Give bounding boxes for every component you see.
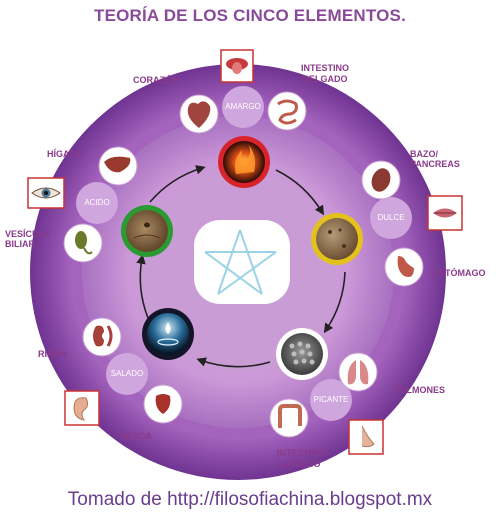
organ-label-intestino-delgado-1: INTESTINO [300,63,349,73]
organ-label-higado: HÍGADO [47,149,83,159]
pentagram-icon [194,220,290,304]
flavor-bubble-acido [76,182,118,224]
organ-label-bazo-2: PANCREAS [410,159,460,169]
flavor-label-amargo: AMARGO [225,102,261,111]
earth-element-icon [311,213,363,265]
source-footer: Tomado de http://filosofiachina.blogspot… [67,489,433,510]
lungs-icon [338,352,378,392]
liver-icon [98,146,138,186]
flavor-bubble-amargo [222,86,264,128]
organ-label-estomago: ESTÓMAGO [433,268,486,278]
organ-label-pulmones: PULMONES [394,385,446,395]
wood-element-icon [121,205,173,257]
organ-label-rinon: RIÑON [38,349,67,359]
eye-icon [27,177,65,209]
organ-label-vejiga: VEJIGA [119,431,153,441]
gallbladder-icon [63,223,103,263]
metal-element-icon [276,328,328,380]
tongue-icon [220,49,254,83]
flavor-bubble-salado [106,353,148,395]
flavor-bubble-picante [310,379,352,421]
organ-label-vesicula-2: BILIAR [5,239,35,249]
kidney-icon [82,317,122,357]
heart-icon [179,94,219,134]
organ-label-bazo-1: BAZO/ [410,149,438,159]
stomach-icon [384,247,424,287]
flavor-label-dulce: DULCE [377,213,405,222]
organ-label-vesicula-1: VESÍCULA [5,229,51,239]
flavor-label-acido: ACIDO [84,198,110,207]
water-element-icon [142,308,194,360]
small-intestine-icon [267,91,307,131]
flavor-bubble-dulce [370,197,412,239]
large-intestine-icon [269,398,309,438]
nose-icon [348,419,384,455]
organ-label-intestino-grueso-2: GRUESO [281,459,321,469]
spleen-icon [361,160,401,200]
ear-icon [64,390,100,426]
bladder-icon [143,384,183,424]
flavor-label-salado: SALADO [110,369,144,378]
page-title: TEORÍA DE LOS CINCO ELEMENTOS. [93,6,407,25]
flavor-label-picante: PICANTE [313,395,349,404]
organ-label-intestino-delgado-2: DELGADO [302,74,348,84]
generating-cycle-arrows [136,165,346,368]
organ-label-corazon: CORAZÓN [133,75,179,85]
fire-element-icon [218,136,270,188]
organ-label-intestino-grueso-1: INTESTINO [276,448,325,458]
lips-icon [427,195,463,231]
